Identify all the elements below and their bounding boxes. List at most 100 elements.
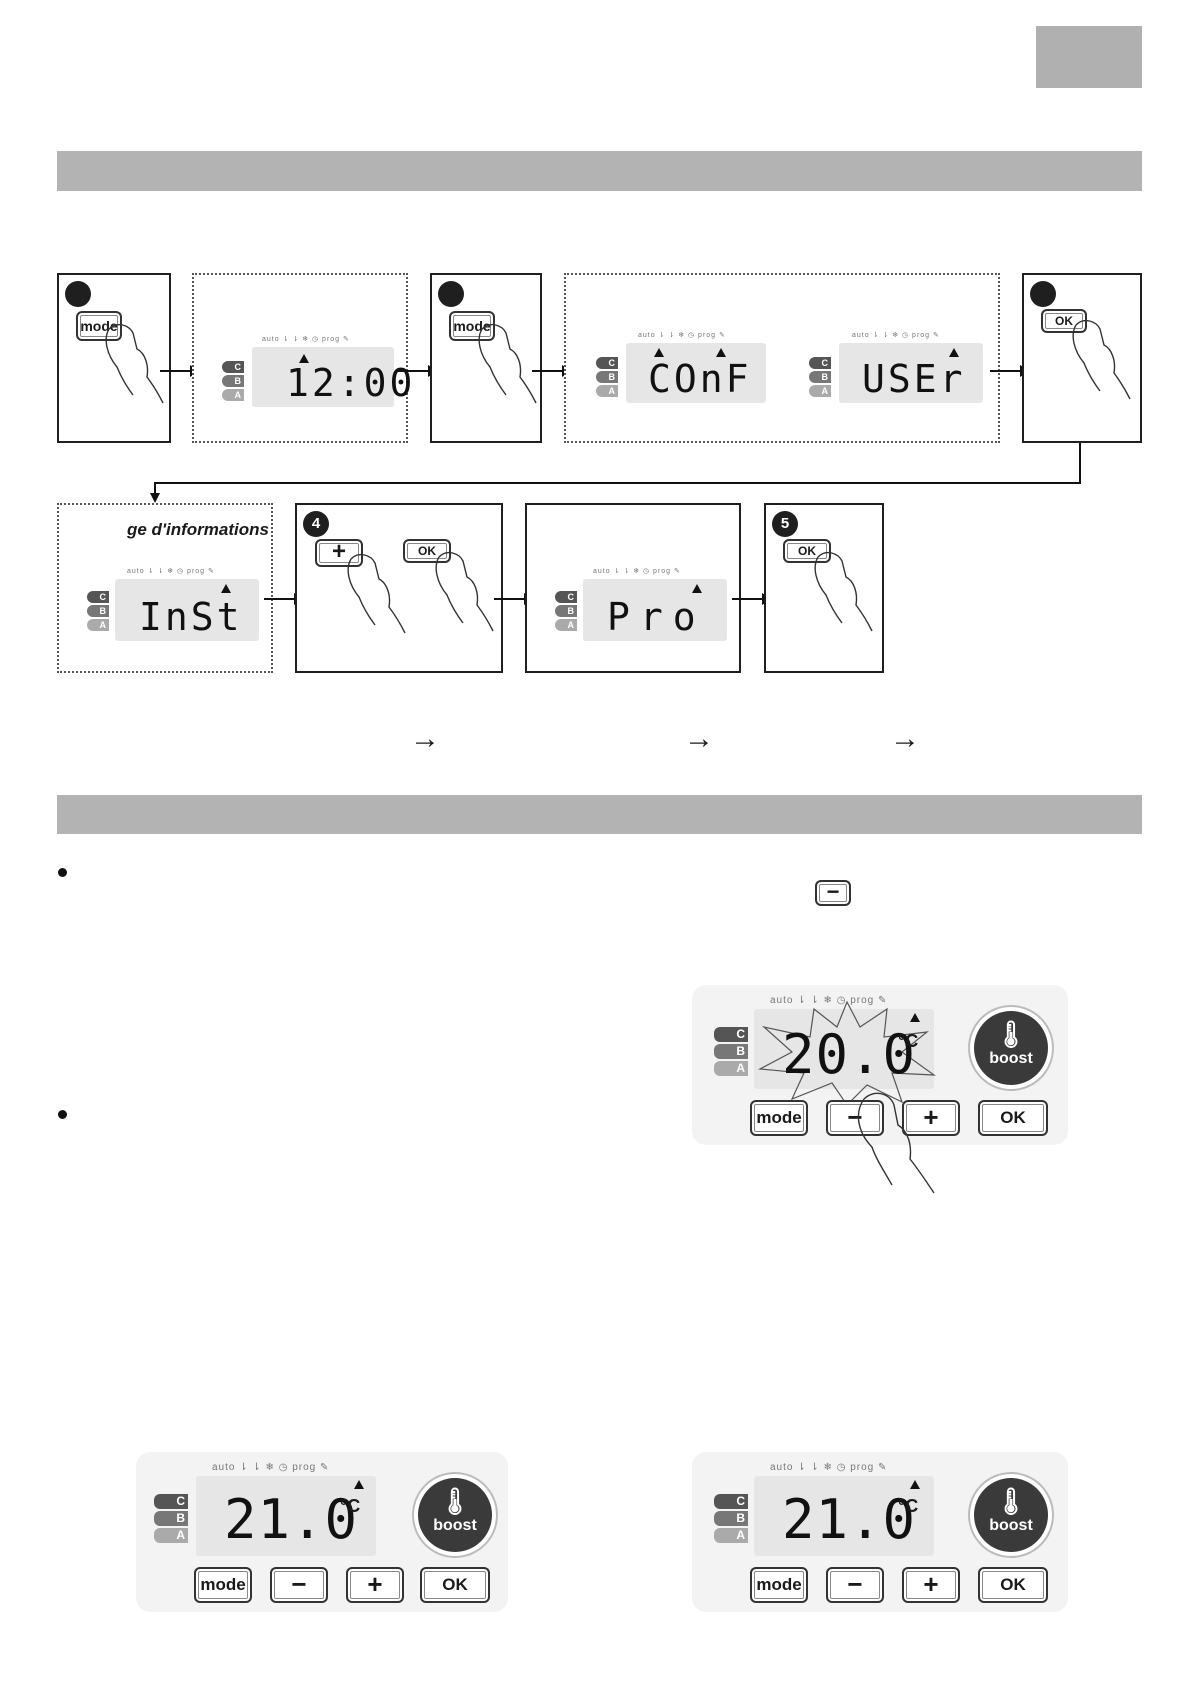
minus-key-inline: −: [815, 880, 851, 906]
ok-button[interactable]: OK: [420, 1567, 490, 1603]
step-5-badge: 5: [772, 511, 798, 537]
thermometer-boost-icon: 🌡: [438, 1486, 472, 1516]
temperature-unit: °C: [340, 1496, 361, 1516]
minus-button[interactable]: −: [826, 1567, 884, 1603]
lcd-screen: [754, 1009, 934, 1089]
boost-button[interactable]: 🌡 boost: [418, 1478, 492, 1552]
mode-key[interactable]: mode: [449, 311, 495, 341]
lcd-screen: [754, 1476, 934, 1556]
hand-icon: [435, 551, 494, 632]
page-tab: [1036, 26, 1142, 88]
hand-icon: [1072, 319, 1131, 400]
step-4-box: 4 + OK: [295, 503, 503, 673]
mode-indicator-triangle: [654, 348, 664, 357]
temperature-readout: 21.0: [224, 1488, 359, 1551]
arrow-right-icon: →: [684, 722, 714, 755]
connector-arrow-icon: [150, 443, 1081, 503]
step-2-box: mode: [430, 273, 542, 443]
boost-label: boost: [433, 1517, 477, 1534]
section-header-band: [57, 151, 1142, 191]
lcd-screen: [626, 343, 766, 403]
menu-readout: USEr: [862, 357, 966, 401]
mode-button[interactable]: mode: [750, 1100, 808, 1136]
temperature-unit: °C: [898, 1031, 919, 1051]
mode-indicator-triangle: [949, 348, 959, 357]
ok-button[interactable]: OK: [978, 1567, 1048, 1603]
thermometer-boost-icon: 🌡: [994, 1019, 1028, 1049]
display-icon-row: auto ⇂ ⇂ ❄ ◷ prog ✎: [638, 332, 726, 339]
pro-readout: Pro: [607, 595, 706, 639]
plus-button[interactable]: +: [902, 1567, 960, 1603]
temperature-unit: °C: [898, 1496, 919, 1516]
ok-key[interactable]: OK: [403, 539, 451, 563]
hand-icon: [478, 323, 537, 404]
info-caption: ge d'informations: [127, 520, 269, 539]
hand-icon: [347, 553, 406, 634]
lcd-screen: [115, 579, 259, 641]
arrow-right-icon: →: [410, 722, 440, 755]
temperature-readout: 20.0: [782, 1023, 917, 1086]
mode-indicator-triangle: [692, 584, 702, 593]
ok-button[interactable]: OK: [978, 1100, 1048, 1136]
plus-key[interactable]: +: [315, 539, 363, 567]
minus-button[interactable]: −: [270, 1567, 328, 1603]
hand-icon: [105, 323, 164, 404]
menu-readout: COnF: [648, 357, 752, 401]
mode-indicator-triangle: [716, 348, 726, 357]
mode-indicator-triangle: [354, 1480, 364, 1489]
info-readout: InSt: [139, 595, 243, 639]
mode-button[interactable]: mode: [194, 1567, 252, 1603]
boost-label: boost: [989, 1517, 1033, 1534]
ok-key[interactable]: OK: [783, 539, 831, 563]
display-icon-row: auto ⇂ ⇂ ❄ ◷ prog ✎: [770, 1462, 888, 1473]
display-icon-row: auto ⇂ ⇂ ❄ ◷ prog ✎: [212, 1462, 330, 1473]
lcd-screen: [252, 347, 394, 407]
hand-icon: [857, 1092, 935, 1194]
plus-button[interactable]: +: [902, 1100, 960, 1136]
step-4-badge: 4: [303, 511, 329, 537]
hand-icon: [814, 551, 873, 632]
ok-key[interactable]: OK: [1041, 309, 1087, 333]
step-2-badge: [438, 281, 464, 307]
mode-indicator-triangle: [910, 1013, 920, 1022]
mode-button[interactable]: mode: [750, 1567, 808, 1603]
display-icon-row: auto ⇂ ⇂ ❄ ◷ prog ✎: [852, 332, 940, 339]
step-1-box: mode: [57, 273, 171, 443]
arrow-right-icon: →: [890, 722, 920, 755]
mode-indicator-triangle: [910, 1480, 920, 1489]
boost-button[interactable]: 🌡 boost: [974, 1011, 1048, 1085]
thermometer-boost-icon: 🌡: [994, 1486, 1028, 1516]
section-header-band: [57, 795, 1142, 834]
bullet-point: [58, 1110, 67, 1119]
mode-indicator-triangle: [299, 354, 309, 363]
step-5-box: 5 OK: [764, 503, 884, 673]
plus-button[interactable]: +: [346, 1567, 404, 1603]
lcd-screen: [583, 579, 727, 641]
step-3-badge: [1030, 281, 1056, 307]
step-1-badge: [65, 281, 91, 307]
step-3-box: OK: [1022, 273, 1142, 443]
boost-label: boost: [989, 1050, 1033, 1067]
display-icon-row: auto ⇂ ⇂ ❄ ◷ prog ✎: [262, 336, 350, 343]
boost-button[interactable]: 🌡 boost: [974, 1478, 1048, 1552]
display-icon-row: auto ⇂ ⇂ ❄ ◷ prog ✎: [593, 568, 681, 575]
mode-indicator-triangle: [221, 584, 231, 593]
clock-readout: 12:00: [286, 361, 416, 405]
display-icon-row: auto ⇂ ⇂ ❄ ◷ prog ✎: [127, 568, 215, 575]
lcd-screen: [839, 343, 983, 403]
display-icon-row: auto ⇂ ⇂ ❄ ◷ prog ✎: [770, 995, 888, 1006]
